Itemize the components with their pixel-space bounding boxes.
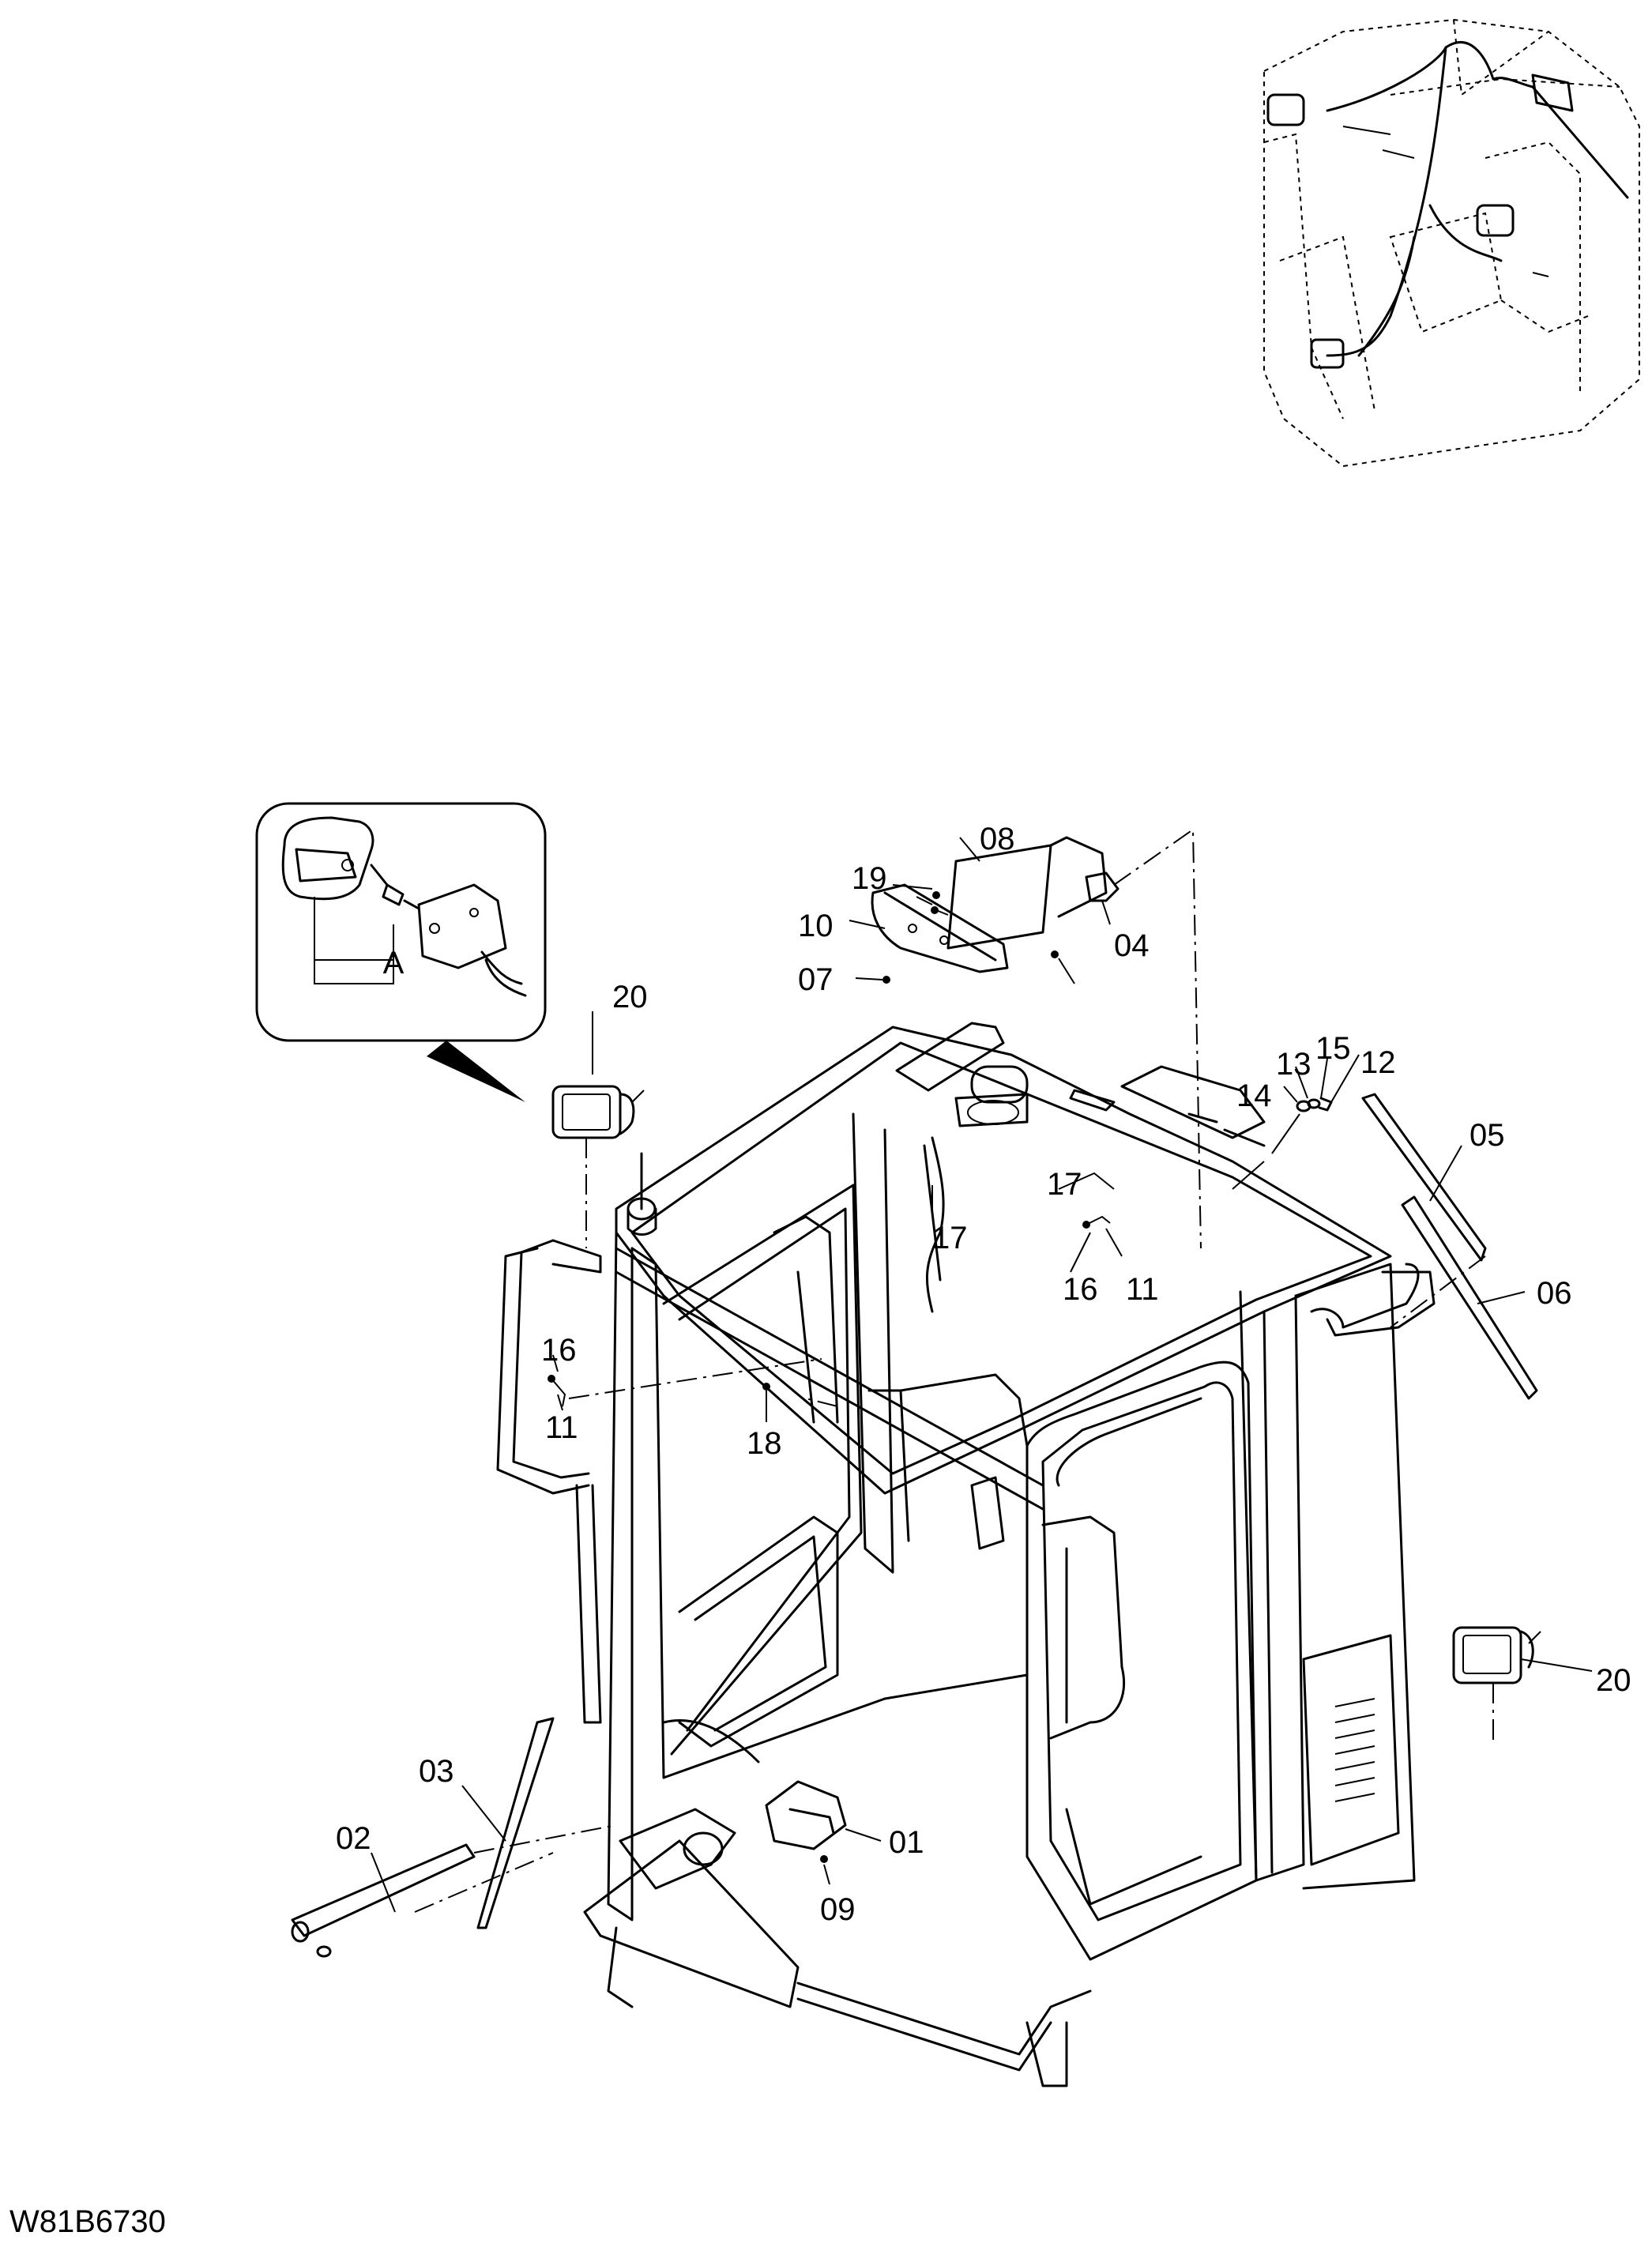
cab-frame [496, 1022, 1436, 2087]
part-label-14-washer: 14 [1236, 1078, 1272, 1113]
part-label-20-work-light: 20 [612, 980, 648, 1014]
room-lamp-assembly [871, 828, 1202, 1249]
part-label-16-bolt: 16 [541, 1333, 577, 1368]
part-label-19-screw: 19 [852, 861, 887, 896]
part-label-11-clip: 11 [1126, 1272, 1159, 1307]
part-label-13-washer: 13 [1276, 1047, 1311, 1082]
part-label-10-cover: 10 [798, 909, 834, 943]
part-label-08-bracket: 08 [980, 822, 1015, 856]
part-label-16-bolt: 16 [1063, 1272, 1098, 1307]
fasteners [548, 891, 1111, 1863]
part-label-15-nut: 15 [1315, 1031, 1351, 1066]
part-label-02-wiper-arm-front: 02 [336, 1821, 371, 1856]
part-label-07-screw: 07 [798, 962, 834, 997]
part-label-03-wiper-blade-front: 03 [419, 1754, 454, 1789]
cab-location-inset [1263, 18, 1640, 468]
detail-a-bubble: A [255, 802, 547, 1102]
part-label-12-clamp: 12 [1360, 1045, 1396, 1080]
rear-wiper [1361, 1093, 1538, 1400]
part-label-18-screw: 18 [747, 1426, 782, 1461]
part-label-04-room-lamp: 04 [1114, 928, 1150, 963]
part-label-09-screw: 09 [820, 1892, 856, 1927]
clamp-group [1232, 1097, 1333, 1190]
drawing-code: W81B6730 [9, 2204, 166, 2239]
front-wiper [291, 1717, 617, 1958]
part-label-06-wiper-blade-rear: 06 [1537, 1276, 1572, 1311]
work-light-right [1452, 1626, 1541, 1746]
detail-a-label: A [383, 946, 405, 980]
part-label-05-wiper-arm-rear: 05 [1469, 1118, 1505, 1153]
leader-lines [371, 837, 1593, 1913]
work-light-left [551, 1085, 645, 1248]
part-label-17-harness: 17 [1047, 1167, 1082, 1202]
part-label-20-work-light: 20 [1596, 1663, 1631, 1698]
part-label-01-wiper-motor: 01 [889, 1825, 924, 1860]
part-label-11-clip: 11 [545, 1410, 578, 1445]
part-label-17-harness: 17 [932, 1221, 968, 1255]
